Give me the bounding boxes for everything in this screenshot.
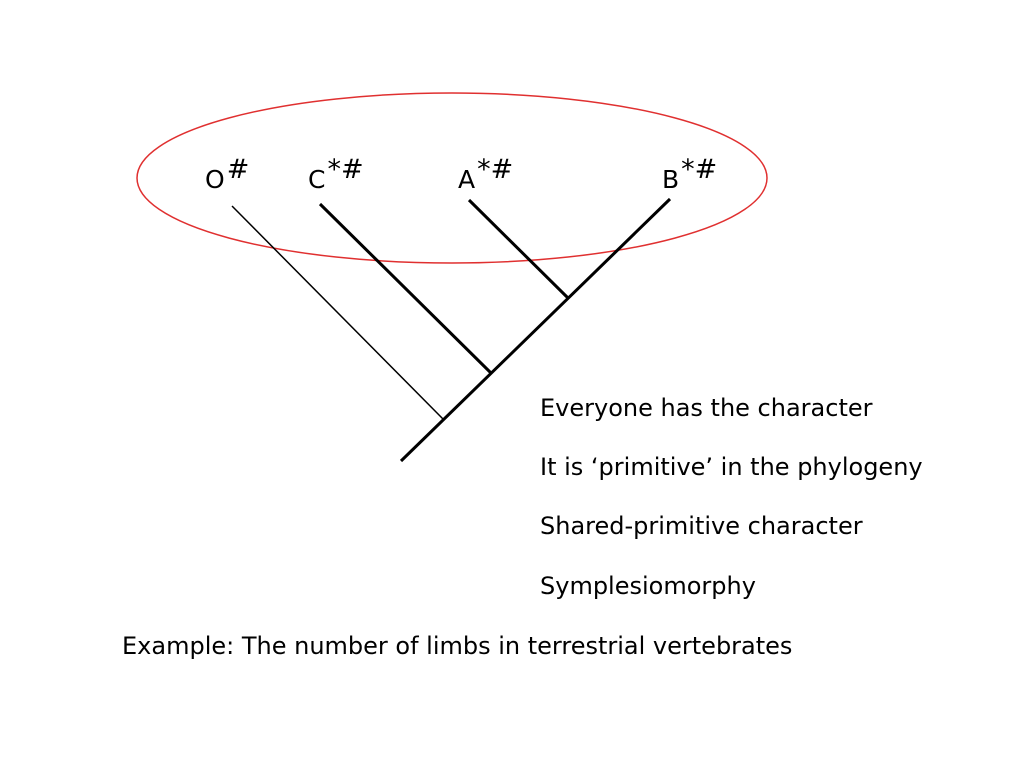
example-text: Example: The number of limbs in terrestr… xyxy=(122,632,793,660)
note-everyone: Everyone has the character xyxy=(540,394,873,422)
character-marks: *# xyxy=(477,154,514,185)
taxon-o-label: O# xyxy=(205,156,249,194)
taxon-b-label: B*# xyxy=(662,156,717,194)
taxon-name: A xyxy=(458,165,476,194)
character-marks: *# xyxy=(327,154,364,185)
note-shared-primitive: Shared-primitive character xyxy=(540,512,863,540)
taxon-name: O xyxy=(205,165,225,194)
taxon-name: C xyxy=(308,165,326,194)
taxon-name: B xyxy=(662,165,680,194)
branch-o xyxy=(231,205,444,420)
taxon-a-label: A*# xyxy=(458,156,513,194)
note-symplesiomorphy: Symplesiomorphy xyxy=(540,572,756,600)
note-primitive: It is ‘primitive’ in the phylogeny xyxy=(540,453,923,481)
branch-c xyxy=(318,202,494,376)
branch-a xyxy=(467,198,570,300)
character-marks: # xyxy=(226,154,250,185)
trunk-b xyxy=(399,197,672,463)
character-marks: *# xyxy=(681,154,718,185)
highlight-ellipse xyxy=(136,92,768,264)
taxon-c-label: C*# xyxy=(308,156,364,194)
